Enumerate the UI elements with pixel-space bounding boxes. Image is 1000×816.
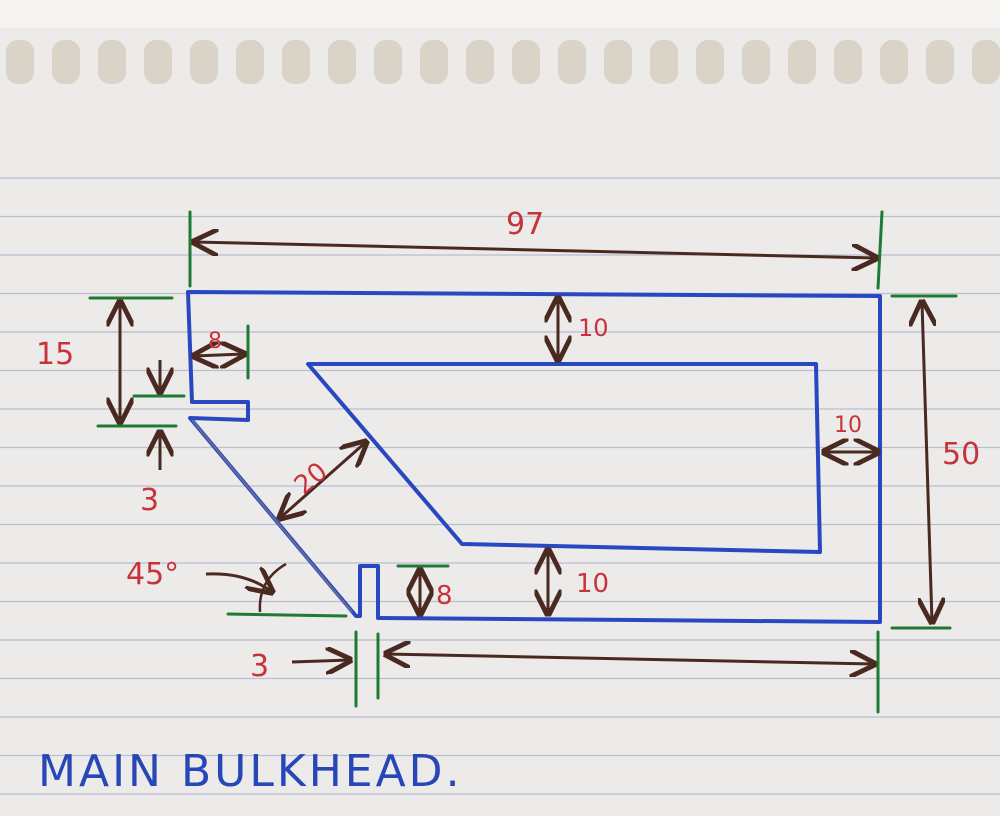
label-slot-width-3: 3: [140, 483, 159, 518]
perforation-hole: [880, 40, 908, 84]
perforation-hole: [926, 40, 954, 84]
perforation-hole: [972, 40, 1000, 84]
perforation-hole: [236, 40, 264, 84]
perforation-hole: [190, 40, 218, 84]
perforation-hole: [328, 40, 356, 84]
arrow-diagonal-20: [280, 442, 366, 518]
label-angle-45: 45°: [126, 557, 179, 592]
diagonal-pencil-line: [191, 419, 353, 613]
perforation-hole: [834, 40, 862, 84]
label-right-10: 10: [834, 413, 862, 438]
arrow-slot-3-left: [291, 660, 350, 662]
perforation-hole: [742, 40, 770, 84]
extension-lines: [88, 210, 958, 714]
label-bottom-10: 10: [576, 569, 609, 599]
perforation-hole: [650, 40, 678, 84]
arrow-bottom-span: [386, 654, 874, 664]
label-height-50: 50: [942, 437, 980, 472]
perforation-hole: [420, 40, 448, 84]
drawing-title: MAIN BULKHEAD.: [38, 746, 463, 797]
perforation-hole: [282, 40, 310, 84]
perforation-hole: [604, 40, 632, 84]
perforation-hole: [144, 40, 172, 84]
perforation-hole: [558, 40, 586, 84]
label-slot-depth-8: 8: [208, 329, 222, 354]
perforation-hole: [52, 40, 80, 84]
paper-top-strip: [0, 0, 1000, 28]
perforation-hole: [466, 40, 494, 84]
arrow-angle-45: [205, 574, 272, 592]
perforation-hole: [512, 40, 540, 84]
ruled-lines: [0, 177, 1000, 795]
label-width-97: 97: [506, 207, 544, 242]
bulkhead-outer-outline: [186, 290, 882, 624]
perforation-hole: [98, 40, 126, 84]
dimension-arrows: [120, 242, 932, 664]
arrow-width-97: [194, 242, 876, 258]
label-height-15: 15: [36, 337, 74, 372]
angle-arc: [258, 562, 287, 613]
arrow-slot-depth-8: [194, 354, 244, 356]
label-slot-depth-8-bottom: 8: [436, 581, 453, 611]
bulkhead-cutout-outline: [306, 362, 822, 554]
perforation-hole: [374, 40, 402, 84]
perforation-hole: [696, 40, 724, 84]
label-slot-width-3-bottom: 3: [250, 649, 269, 684]
perforation-hole: [6, 40, 34, 84]
label-top-10: 10: [578, 314, 609, 342]
arrow-height-50: [922, 302, 932, 622]
perforation-hole: [788, 40, 816, 84]
perforation-holes: [6, 40, 1000, 84]
